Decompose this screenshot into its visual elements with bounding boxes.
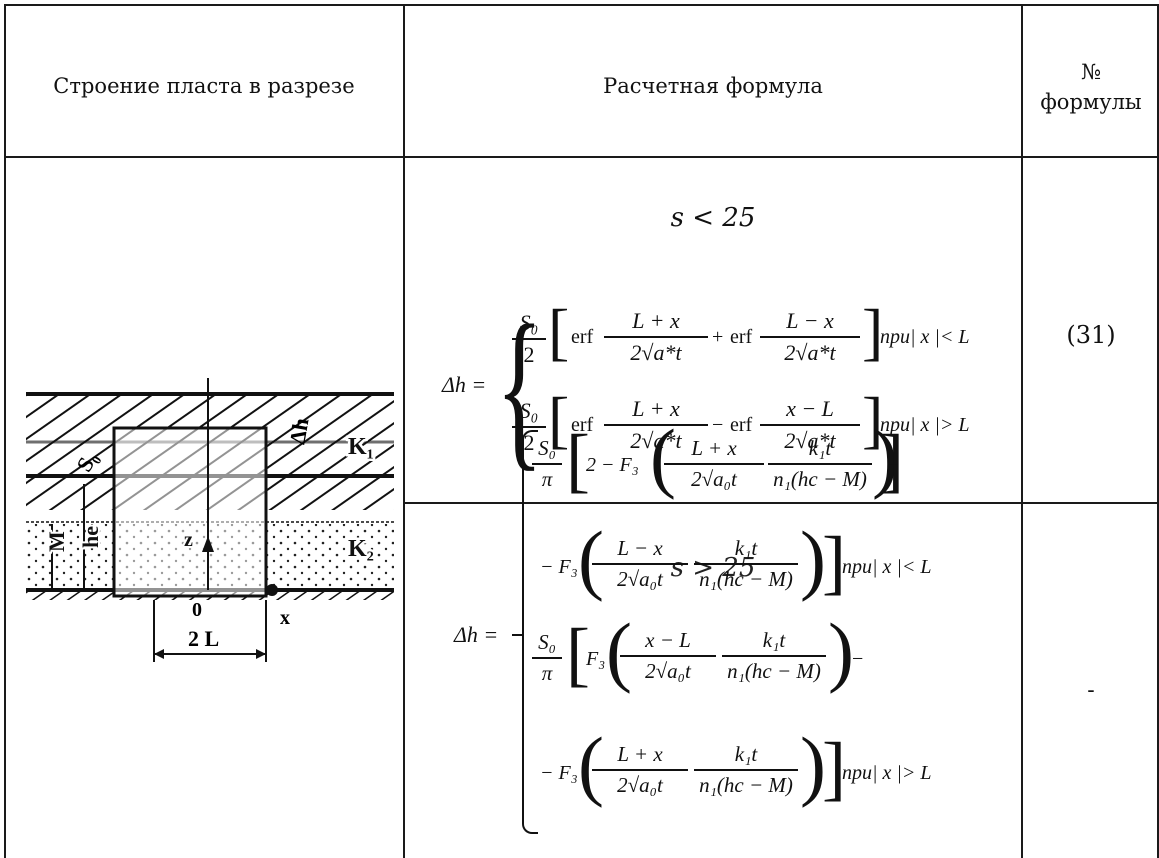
formula32-brace — [522, 430, 538, 834]
formula31-line2-minus: − — [712, 414, 724, 436]
condition-s-lt-25: s < 25 — [670, 203, 756, 233]
formula32-lineB-paren-open: ( — [578, 515, 604, 602]
table-border-right — [1157, 4, 1159, 858]
formula32-lineB-paren-close: ) — [800, 515, 826, 602]
header-divider — [4, 156, 1159, 158]
formula31-line2-bracket-close: ] — [862, 384, 884, 455]
formula32-lineA-2-minus-f3: 2 − F₃ — [586, 454, 639, 476]
header-number-line1: № — [1081, 60, 1101, 84]
formula31-line2-erf1: erf — [571, 414, 594, 436]
table-border-top — [4, 4, 1159, 6]
formula31-brace: { — [496, 288, 543, 486]
column-divider-1 — [403, 4, 405, 858]
column-divider-2 — [1021, 4, 1023, 858]
formula32-lineA-minus: − — [888, 454, 900, 476]
formula32-lineA-paren-close: ) — [872, 413, 898, 500]
diagram-label-2l: 2 L — [188, 626, 219, 651]
formula31-line1-plus: + — [712, 326, 724, 348]
aquifer-cross-section-diagram: S₀ Δh K₁ K₂ z he M 0 2 L x — [26, 378, 394, 662]
formula32-brace-tip — [512, 634, 524, 636]
formula32-lineC-minus: − — [852, 648, 864, 670]
formula31-line1-condition: при| x |< L — [880, 326, 970, 348]
formula32-lineA-bracket: [ — [566, 420, 590, 500]
formula32-lineD-minus-f3: − F₃ — [540, 762, 578, 784]
formula31-line2-condition: при| x |> L — [880, 414, 970, 436]
formula-number-31: (31) — [1066, 321, 1116, 349]
formula31-line2-bracket-open: [ — [548, 384, 570, 455]
diagram-label-z: z — [184, 529, 193, 551]
formula32-lineC-paren-open: ( — [606, 607, 632, 694]
header-formula: Расчетная формула — [603, 74, 823, 98]
row-divider — [403, 502, 1159, 504]
formula31-line1-erf2: erf — [730, 326, 753, 348]
diagram-label-k1: K₁ — [348, 434, 374, 460]
formula31-line1-erf1: erf — [571, 326, 594, 348]
formula-number-dash: - — [1087, 678, 1095, 703]
formula32-lineA-bracket-close: ] — [880, 420, 904, 500]
formula32-lineD-paren-close: ) — [800, 721, 826, 808]
formula32-lineD-condition: при| x |> L — [842, 762, 932, 784]
formula32-lineC-f3: F₃ — [586, 648, 606, 670]
diagram-label-he: he — [78, 526, 103, 548]
diagram-label-origin: 0 — [192, 599, 202, 621]
header-structure: Строение пласта в разрезе — [53, 74, 355, 98]
formula32-lineC-bracket: [ — [566, 614, 590, 694]
formula31-line2-erf2: erf — [730, 414, 753, 436]
formula32-lineC-paren-close: ) — [828, 607, 854, 694]
diagram-label-m: M — [44, 531, 69, 552]
formula31-line1-bracket-open: [ — [548, 296, 570, 367]
diagram-label-x: x — [280, 607, 290, 629]
table-border-left — [4, 4, 6, 858]
diagram-label-dh: Δh — [284, 416, 313, 446]
formula32-lineD-bracket-close: ] — [822, 728, 846, 808]
formula32-lineA-paren-open: ( — [650, 413, 676, 500]
formula32-lineB-bracket-close: ] — [822, 522, 846, 602]
diagram-label-k2: K₂ — [348, 536, 374, 562]
formula32-lineD-paren-open: ( — [578, 721, 604, 808]
formula32-lineB-condition: при| x |< L — [842, 556, 932, 578]
formula31-line1-bracket-close: ] — [862, 296, 884, 367]
condition-s-gt-25: s > 25 — [670, 553, 756, 583]
formula32-lineB-minus-f3: − F₃ — [540, 556, 578, 578]
formula31-lhs: Δh = — [442, 372, 487, 397]
header-number-line2: формулы — [1040, 90, 1142, 114]
formula32-lhs: Δh = — [454, 622, 499, 647]
